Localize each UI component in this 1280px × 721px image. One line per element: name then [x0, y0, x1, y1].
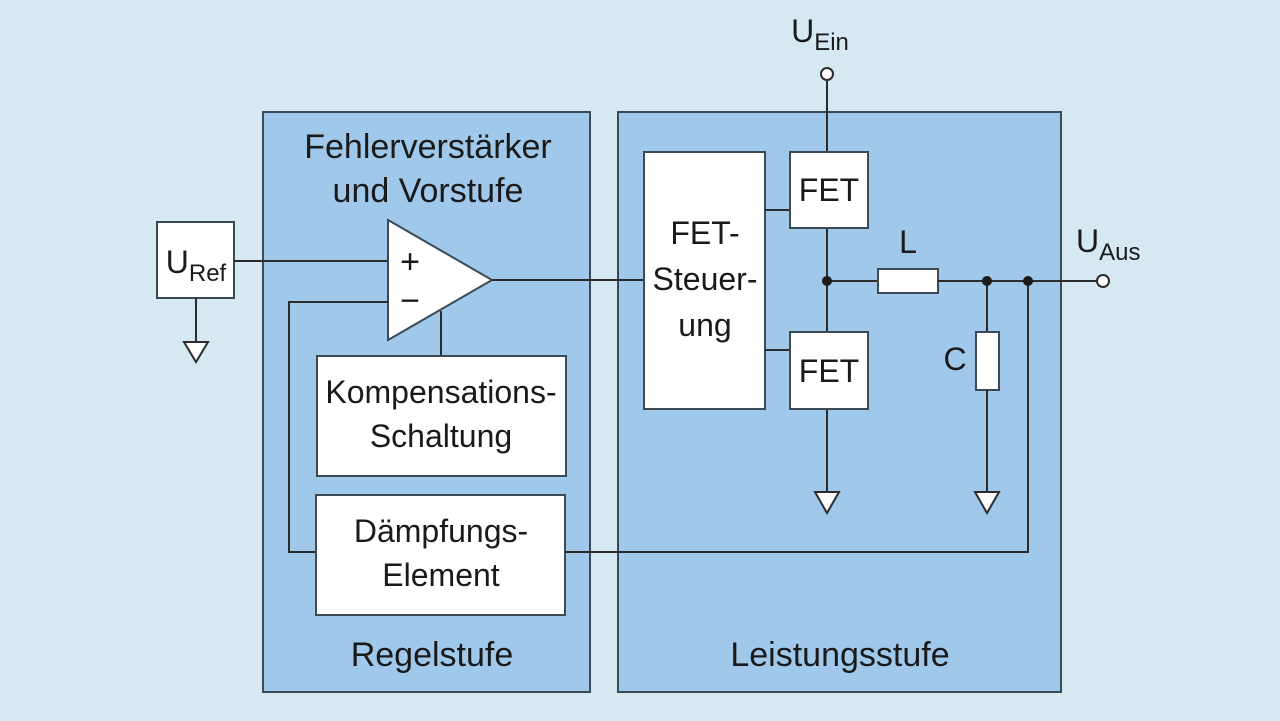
fet-steuerung-line3: ung	[678, 307, 731, 343]
fet-bottom-block	[789, 331, 869, 410]
uref-main: U	[166, 244, 189, 280]
fet-bottom-label: FET	[799, 353, 859, 389]
terminal-circle-icon	[1096, 274, 1110, 288]
capacitor-symbol	[975, 331, 1000, 391]
capacitor-label: C	[943, 341, 966, 377]
ground-icon	[813, 491, 841, 516]
kompensation-block	[316, 355, 567, 477]
uref-sub: Ref	[189, 260, 227, 287]
uein-label: UEin	[791, 13, 849, 56]
junction-dot-icon	[822, 276, 832, 286]
op-amp-plus: +	[400, 243, 420, 281]
ground-icon	[182, 341, 210, 364]
uref-label: URef	[166, 244, 227, 287]
uein-main: U	[791, 13, 814, 49]
uein-sub: Ein	[814, 29, 849, 56]
op-amp-symbol	[387, 218, 495, 342]
junction-dot-icon	[1023, 276, 1033, 286]
regelstufe-title-line1: Fehlerverstärker	[304, 128, 552, 166]
daempfung-block	[315, 494, 566, 616]
fet-steuerung-block	[643, 151, 766, 410]
daempfung-line1: Dämpfungs-	[354, 513, 528, 549]
regelstufe-footer: Regelstufe	[351, 636, 514, 674]
wire-feedback-minus	[288, 301, 388, 553]
kompensation-line1: Kompensations-	[325, 374, 556, 410]
uaus-sub: Aus	[1099, 239, 1140, 266]
leistungsstufe-footer: Leistungsstufe	[730, 636, 949, 674]
regelstufe-title-line2: und Vorstufe	[333, 172, 524, 210]
inductor-label: L	[899, 224, 917, 260]
uaus-label: UAus	[1076, 223, 1140, 266]
kompensation-line2: Schaltung	[370, 418, 512, 454]
op-amp-minus: −	[400, 282, 420, 320]
uaus-main: U	[1076, 223, 1099, 259]
fet-top-label: FET	[799, 172, 859, 208]
junction-dot-icon	[982, 276, 992, 286]
fet-steuerung-line2: Steuer-	[653, 261, 758, 297]
fet-top-block	[789, 151, 869, 229]
fet-steuerung-line1: FET-	[670, 215, 739, 251]
terminal-circle-icon	[820, 67, 834, 81]
wire-output-feedback	[565, 281, 1029, 553]
daempfung-line2: Element	[382, 557, 500, 593]
ground-icon	[973, 491, 1001, 516]
inductor-symbol	[877, 268, 939, 294]
